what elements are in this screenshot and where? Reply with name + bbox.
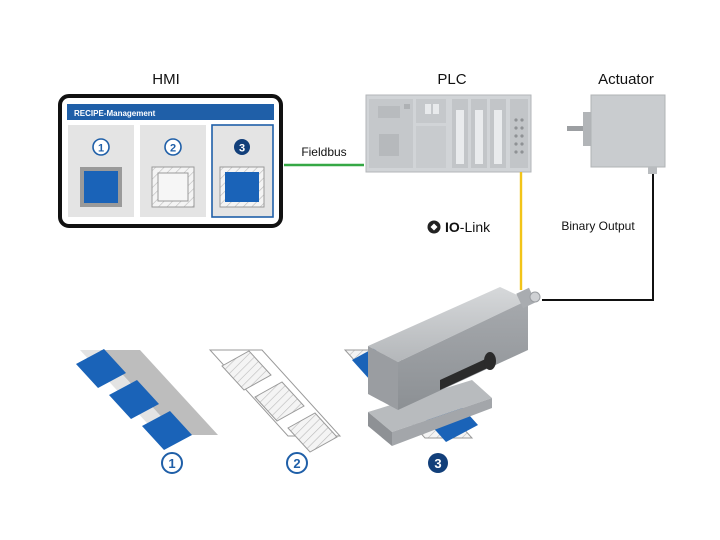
strip-2-number: 2	[293, 456, 300, 471]
hmi-title: HMI	[152, 71, 180, 88]
hmi-recipe-1[interactable]: 1	[68, 125, 134, 217]
hmi-screen-title: RECIPE-Management	[74, 109, 156, 118]
actuator-title: Actuator	[598, 71, 654, 88]
hmi-recipe-2-number: 2	[170, 143, 176, 155]
strip-3-number: 3	[434, 456, 441, 471]
binary-output-label: Binary Output	[561, 219, 635, 233]
plc-device	[365, 94, 532, 173]
hmi-recipe-2[interactable]: 2	[140, 125, 206, 217]
strip-1-number: 1	[168, 456, 175, 471]
fieldbus-label: Fieldbus	[301, 145, 346, 159]
plc-title: PLC	[437, 71, 466, 88]
hmi-recipe-3-number: 3	[239, 143, 245, 155]
hmi-panel: RECIPE-Management 1 2 3	[58, 94, 283, 228]
io-link-text-rest: -Link	[460, 219, 491, 235]
svg-text:IO-Link: IO-Link	[445, 219, 491, 235]
material-strip-2: 2	[208, 349, 342, 474]
hmi-recipe-3-selected[interactable]: 3	[211, 124, 274, 218]
io-link-text-bold: IO	[445, 219, 460, 235]
hmi-recipe-1-number: 1	[98, 143, 104, 155]
actuator-device	[567, 94, 666, 174]
fork-sensor: 3	[368, 287, 541, 473]
binary-output-line	[542, 174, 654, 301]
io-link-logo: IO-Link	[427, 219, 491, 235]
material-strip-1: 1	[76, 349, 218, 474]
